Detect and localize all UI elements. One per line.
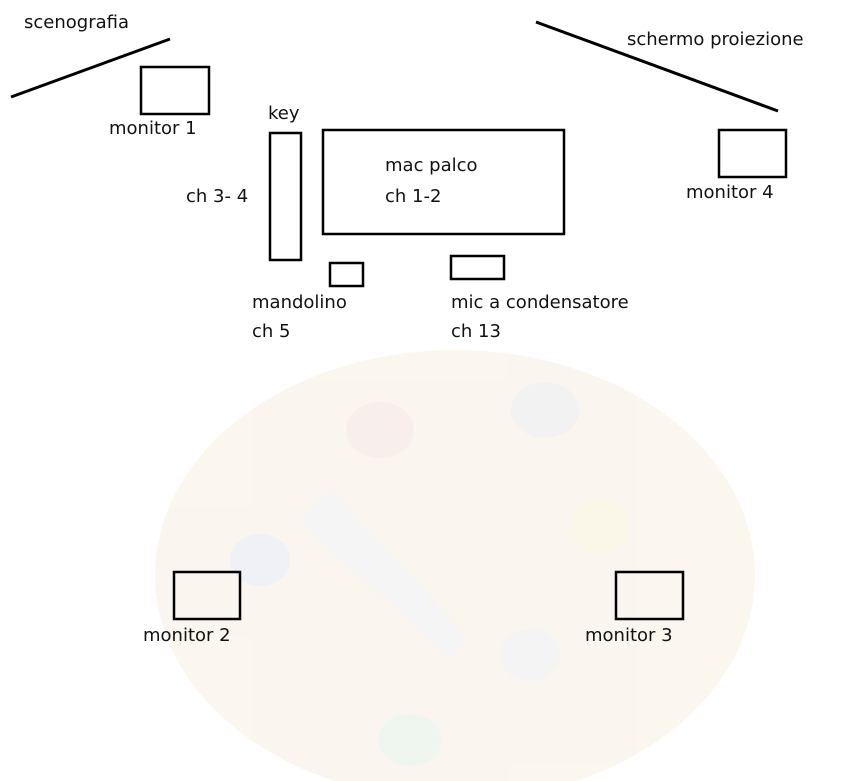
mac-palco-box [321,128,566,236]
schermo-line [535,20,779,113]
scenografia-label: scenografia [24,12,129,33]
paint-palette-icon [155,350,755,781]
monitor-2-box [172,570,242,621]
mandolino-label: mandolino [252,292,347,313]
monitor-4-label: monitor 4 [686,182,774,203]
mic-box [449,254,506,281]
monitor-3-box [614,570,685,621]
mac-palco-label: mac palco [385,155,478,176]
mic-channel-label: ch 13 [451,321,501,342]
mac-palco-channel-label: ch 1-2 [385,186,442,207]
monitor-1-box [139,65,211,116]
key-channel-label: ch 3- 4 [186,186,249,207]
mic-label: mic a condensatore [451,292,629,313]
monitor-2-label: monitor 2 [143,625,231,646]
key-box [268,131,303,262]
monitor-4-box [717,128,788,179]
key-label: key [268,103,300,124]
mandolino-box [328,261,365,288]
scenografia-line [10,37,171,99]
mandolino-channel-label: ch 5 [252,321,291,342]
monitor-3-label: monitor 3 [585,625,673,646]
monitor-1-label: monitor 1 [109,118,197,139]
schermo-proiezione-label: schermo proiezione [627,29,804,50]
